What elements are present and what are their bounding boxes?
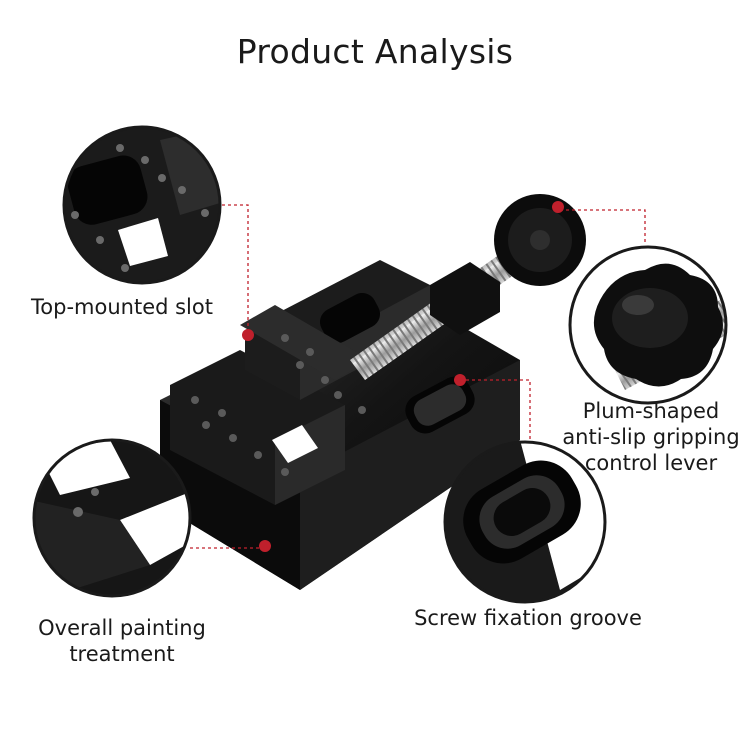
callout-label-screw-groove: Screw fixation groove [414,606,642,630]
callout-dots [242,201,564,552]
callout-label-painting: Overall painting treatment [38,616,206,666]
page-title: Product Analysis [236,32,514,71]
callout-label-knob: Plum-shaped anti-slip gripping control l… [562,399,740,475]
zoom-top-slot [64,127,220,283]
callout-label-top-mounted-slot: Top-mounted slot [31,295,213,319]
zoom-screw-groove [445,442,605,602]
zoom-knob [570,247,726,403]
leader-lines [190,204,646,549]
